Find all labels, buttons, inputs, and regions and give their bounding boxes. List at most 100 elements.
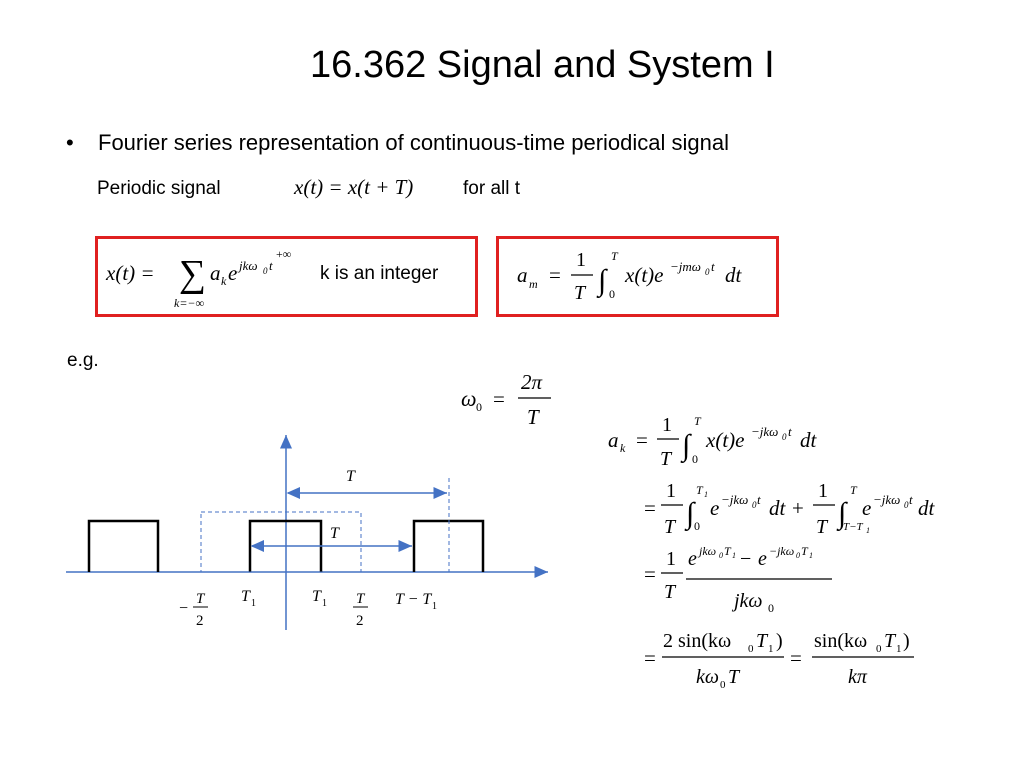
svg-text:=: =	[549, 263, 561, 287]
synthesis-equation: x(t) = +∞ ∑ k=−∞ a k e jkω 0 t	[105, 247, 291, 310]
svg-text:T: T	[728, 666, 741, 688]
svg-text:t: t	[788, 424, 792, 439]
k-integer-label: k is an integer	[320, 263, 439, 284]
svg-text:): )	[903, 630, 910, 652]
svg-text:k=−∞: k=−∞	[174, 296, 205, 310]
svg-text:a: a	[608, 428, 619, 452]
svg-text:∫: ∫	[680, 429, 692, 464]
for-all-t-label: for all t	[463, 178, 521, 199]
svg-text:ω: ω	[461, 386, 477, 411]
svg-text:T: T	[884, 630, 897, 652]
svg-text:e: e	[758, 548, 767, 570]
svg-text:1: 1	[809, 551, 813, 560]
svg-text:=: =	[644, 646, 656, 670]
svg-text:t: t	[269, 258, 273, 273]
svg-text:dt: dt	[918, 496, 936, 520]
svg-text:T: T	[312, 588, 322, 605]
svg-text:=: =	[636, 428, 648, 452]
svg-text:1: 1	[896, 643, 902, 655]
svg-text:+∞: +∞	[276, 247, 291, 261]
svg-text:e: e	[862, 496, 871, 520]
svg-text:jkω: jkω	[697, 544, 716, 558]
bullet-text: Fourier series representation of continu…	[98, 130, 729, 155]
svg-text:a: a	[517, 263, 528, 287]
svg-text:T: T	[660, 448, 673, 470]
svg-text:0: 0	[904, 500, 909, 510]
svg-text:): )	[776, 630, 783, 652]
svg-text:0: 0	[796, 551, 800, 560]
svg-text:jkω: jkω	[237, 258, 258, 273]
svg-text:−jkω: −jkω	[751, 424, 778, 439]
svg-text:T − T: T − T	[395, 591, 432, 608]
svg-text:1: 1	[704, 490, 708, 499]
svg-text:T: T	[196, 591, 206, 607]
svg-text:t: t	[711, 259, 715, 274]
svg-text:T: T	[356, 591, 366, 607]
svg-text:0: 0	[705, 267, 710, 277]
example-label: e.g.	[67, 350, 99, 371]
svg-text:k: k	[620, 441, 626, 455]
svg-text:∫: ∫	[596, 264, 608, 299]
svg-text:T: T	[724, 544, 732, 558]
svg-text:1: 1	[866, 526, 870, 535]
svg-text:T: T	[527, 405, 540, 429]
svg-text:T−T: T−T	[843, 521, 864, 533]
svg-text:0: 0	[782, 432, 787, 442]
svg-text:x(t)e: x(t)e	[705, 428, 744, 452]
svg-text:0: 0	[748, 643, 754, 655]
svg-text:x(t) =: x(t) =	[105, 261, 155, 285]
svg-text:1: 1	[666, 480, 676, 502]
svg-text:0: 0	[476, 400, 482, 414]
svg-text:−jmω: −jmω	[670, 259, 701, 274]
svg-text:1: 1	[732, 551, 736, 560]
svg-text:T: T	[694, 414, 702, 428]
svg-text:dt: dt	[800, 428, 818, 452]
svg-text:0: 0	[263, 266, 268, 276]
svg-text:T: T	[611, 249, 619, 263]
svg-text:k: k	[221, 274, 227, 288]
omega0-equation: ω 0 = 2π T	[461, 370, 551, 429]
svg-text:T: T	[850, 483, 858, 497]
svg-text:a: a	[210, 261, 221, 285]
svg-text:−: −	[740, 548, 751, 570]
svg-text:T: T	[696, 483, 704, 497]
svg-text:0: 0	[692, 452, 698, 466]
svg-text:T: T	[241, 588, 251, 605]
svg-text:T: T	[574, 282, 587, 304]
derivation-equations: a k = 1 T ∫ T 0 x(t)e −jkω 0 t dt = 1 T …	[608, 414, 936, 691]
svg-text:−jkω: −jkω	[721, 492, 748, 507]
svg-text:T: T	[664, 581, 677, 603]
svg-text:−jkω: −jkω	[769, 544, 794, 558]
svg-text:1: 1	[666, 548, 676, 570]
svg-text:1: 1	[322, 598, 327, 609]
svg-text:∫: ∫	[684, 497, 696, 532]
svg-text:x(t) = x(t + T): x(t) = x(t + T)	[293, 175, 413, 199]
svg-text:T: T	[664, 516, 677, 538]
svg-text:0: 0	[694, 519, 700, 533]
pulse-train-diagram: T T − T 2 T 1 T 1 T 2 T − T 1	[66, 435, 548, 630]
svg-text:1: 1	[768, 643, 774, 655]
svg-text:2: 2	[356, 613, 364, 629]
svg-text:x(t)e: x(t)e	[624, 263, 663, 287]
slide-title: 16.362 Signal and System I	[310, 44, 775, 86]
svg-text:dt +: dt +	[769, 496, 805, 520]
periodic-equation: x(t) = x(t + T)	[293, 175, 413, 199]
svg-text:1: 1	[251, 598, 256, 609]
pulse-left	[87, 519, 160, 572]
analysis-equation: a m = 1 T ∫ T 0 x(t)e −jmω 0 t dt	[517, 249, 743, 304]
svg-text:0: 0	[609, 287, 615, 301]
svg-text:t: t	[909, 492, 913, 507]
svg-text:2 sin(kω: 2 sin(kω	[663, 630, 731, 652]
svg-text:0: 0	[720, 679, 726, 691]
svg-text:T: T	[756, 630, 769, 652]
svg-text:e: e	[228, 261, 237, 285]
svg-text:kπ: kπ	[848, 666, 868, 688]
svg-text:m: m	[529, 277, 538, 291]
periodic-signal-label: Periodic signal	[97, 178, 221, 199]
svg-text:=: =	[790, 646, 802, 670]
svg-text:0: 0	[719, 551, 723, 560]
svg-text:1: 1	[432, 601, 437, 612]
svg-text:2π: 2π	[521, 370, 543, 394]
svg-text:∑: ∑	[179, 253, 206, 295]
svg-text:jkω: jkω	[731, 590, 763, 612]
